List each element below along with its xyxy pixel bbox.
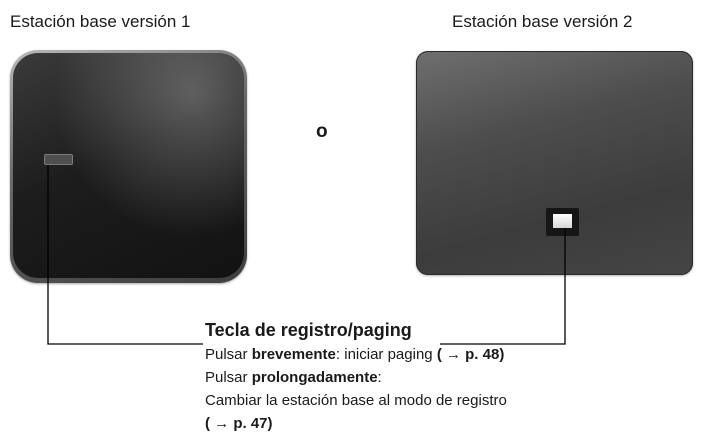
base-station-v1-face	[13, 53, 244, 278]
base-station-v1-icon	[10, 50, 247, 283]
long-press-action: Cambiar la estación base al modo de regi…	[205, 392, 507, 409]
page-reference-47: ( → p. 47)	[205, 415, 273, 432]
registration-key-v2[interactable]	[546, 208, 579, 236]
caption-base-version-2: Estación base versión 2	[452, 12, 633, 31]
key-title: Tecla de registro/paging	[205, 320, 412, 340]
long-press-line: Pulsar prolongadamente:	[205, 369, 382, 386]
base-station-v2-icon	[416, 51, 693, 275]
caption-base-version-1: Estación base versión 1	[10, 12, 191, 31]
connector-line-base1	[47, 165, 203, 345]
page-reference-48: ( → p. 48)	[436, 346, 505, 363]
short-press-line: Pulsar brevemente: iniciar paging ( → p.…	[205, 346, 505, 363]
connector-line-base2	[440, 228, 566, 345]
or-label: o	[316, 121, 328, 142]
registration-key-v1[interactable]	[44, 154, 73, 165]
registration-key-v2-face	[553, 214, 572, 228]
